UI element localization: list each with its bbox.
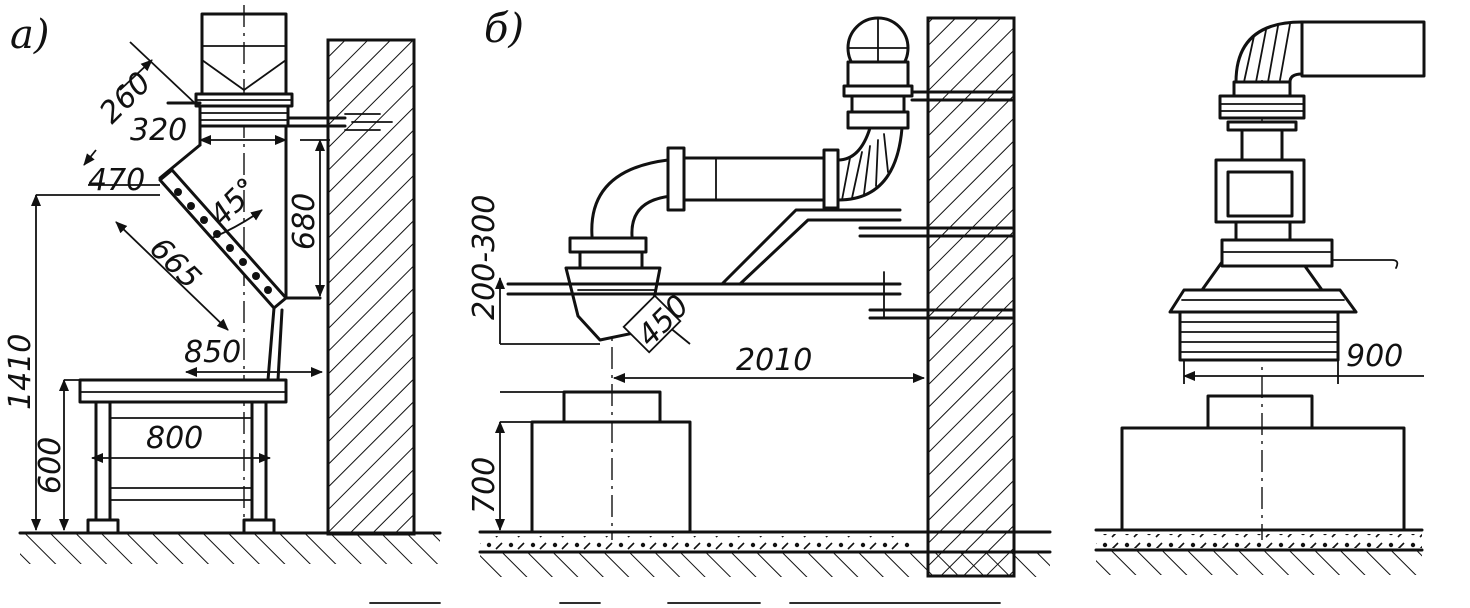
- dim-600: 600: [33, 437, 68, 494]
- dim-850: 850: [184, 335, 241, 370]
- dim-200-300: 200-300: [467, 195, 502, 320]
- duct-b: [590, 16, 1014, 286]
- dim-1410: 1410: [3, 334, 38, 410]
- furnace-base-b: [530, 310, 692, 540]
- dim-320: 320: [130, 113, 187, 148]
- dim-700: 700: [467, 457, 502, 514]
- dim-680: 680: [287, 193, 322, 250]
- table-a: [78, 378, 288, 535]
- exhaust-duct-a: [166, 5, 393, 530]
- furnace-base-c: [1120, 80, 1406, 540]
- panel-side-view: 900: [1094, 20, 1426, 575]
- dimensions-c: [1183, 360, 1424, 384]
- dimensions-b: [495, 277, 925, 531]
- panel-a: а): [3, 5, 442, 564]
- panel-b-label: б): [484, 6, 524, 52]
- dim-800: 800: [146, 421, 203, 456]
- dim-900: 900: [1346, 339, 1403, 374]
- wall-b: [926, 16, 1016, 578]
- dim-470: 470: [88, 163, 145, 198]
- panel-b: б): [467, 6, 1052, 578]
- dim-665: 665: [142, 231, 207, 296]
- dim-2010: 2010: [736, 343, 812, 378]
- dimensions-a: [31, 41, 330, 531]
- panel-a-label: а): [10, 12, 49, 58]
- ground-a: [18, 531, 442, 564]
- hood-c: [1168, 20, 1426, 362]
- floor-c: [1094, 528, 1424, 575]
